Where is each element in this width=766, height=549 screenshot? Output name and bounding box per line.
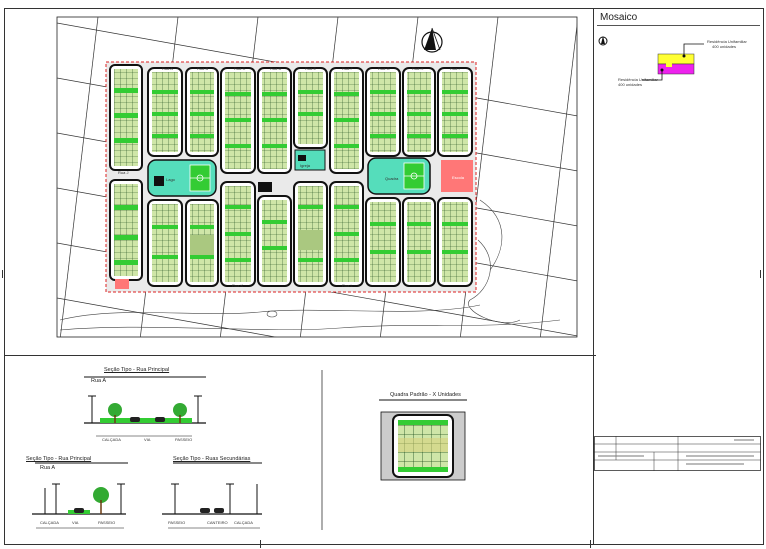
pink-lot-southwest <box>115 279 129 289</box>
dim-label-via: VIA <box>144 437 151 442</box>
section-1-subtitle: Rua A <box>91 378 106 384</box>
registration-tick <box>590 540 591 548</box>
area-label-school: Escola <box>452 175 465 180</box>
plaza-label-lake: Lago <box>166 177 175 182</box>
block-label: Rua K <box>232 283 244 288</box>
mosaic-title-rule <box>597 25 760 26</box>
block-label: Rua I <box>450 66 460 71</box>
block-label: Rua L <box>342 283 353 288</box>
registration-tick <box>760 270 761 278</box>
plaza-label-church: Igreja <box>300 163 311 168</box>
block-label: Rua G <box>378 66 390 71</box>
section-divider-horizontal <box>4 355 596 356</box>
dim-label-canteiro: CANTEIRO <box>207 520 228 525</box>
block-label: Rua A <box>162 66 173 71</box>
block-label: Rua F <box>342 66 353 71</box>
registration-tick <box>260 540 261 548</box>
mosaic-label-a: Residência Unifamiliar <box>707 39 747 44</box>
dim-label-calcada: CALÇADA <box>234 520 253 525</box>
block-label: Rua E <box>305 66 317 71</box>
mosaic-label-b-sub: 400 unidades <box>618 82 643 87</box>
site-perimeter <box>105 61 477 293</box>
mosaic-label-a-sub: 400 unidades <box>712 44 737 49</box>
section-2-subtitle: Rua A <box>40 465 55 471</box>
block-label: Rua C <box>234 66 246 71</box>
plaza-east <box>367 157 431 195</box>
section-3-title: Seção Tipo - Ruas Secundárias <box>173 456 251 462</box>
block-west-bottom <box>109 179 143 281</box>
dim-label-passeio: PASSEIO <box>175 437 193 442</box>
mosaic-diagram <box>598 36 704 81</box>
block-row-top <box>147 67 473 174</box>
plaza-west <box>147 159 217 197</box>
block-row-bottom <box>147 181 473 287</box>
building-mark <box>258 182 272 192</box>
registration-tick <box>2 270 3 278</box>
block-label: Rua D <box>270 66 282 71</box>
plaza-label-court: Quadra <box>385 176 399 181</box>
north-arrow-icon <box>421 27 443 53</box>
pink-area-east <box>441 160 473 192</box>
block-detail-title: Quadra Padrão - X Unidades <box>390 392 461 398</box>
dim-label-passeio: PASSEIO <box>98 520 116 525</box>
dim-label-via: VIA <box>72 520 79 525</box>
section-1-title: Seção Tipo - Rua Principal <box>104 367 170 373</box>
terrain-contours <box>59 199 561 331</box>
block-detail-drawing[interactable] <box>377 398 469 484</box>
dim-label-passeio: PASSEIO <box>168 520 186 525</box>
plaza-center <box>294 149 326 171</box>
dim-label-calcada: CALÇADA <box>102 437 121 442</box>
drawing-sheet-frame <box>4 8 764 545</box>
section-2-title: Seção Tipo - Rua Principal <box>26 456 92 462</box>
block-label: Rua J <box>118 170 129 175</box>
block-label: Rua B <box>197 66 209 71</box>
plan-viewport-frame <box>56 16 578 338</box>
title-block <box>594 436 761 471</box>
dim-label-calcada: CALÇADA <box>40 520 59 525</box>
mosaic-title: Mosaico <box>600 12 638 23</box>
block-west-top <box>109 64 143 171</box>
block-label: Rua H <box>412 66 424 71</box>
mosaic-label-b: Residência Unifamiliar <box>618 77 658 82</box>
sidebar-divider-vertical <box>593 8 594 545</box>
